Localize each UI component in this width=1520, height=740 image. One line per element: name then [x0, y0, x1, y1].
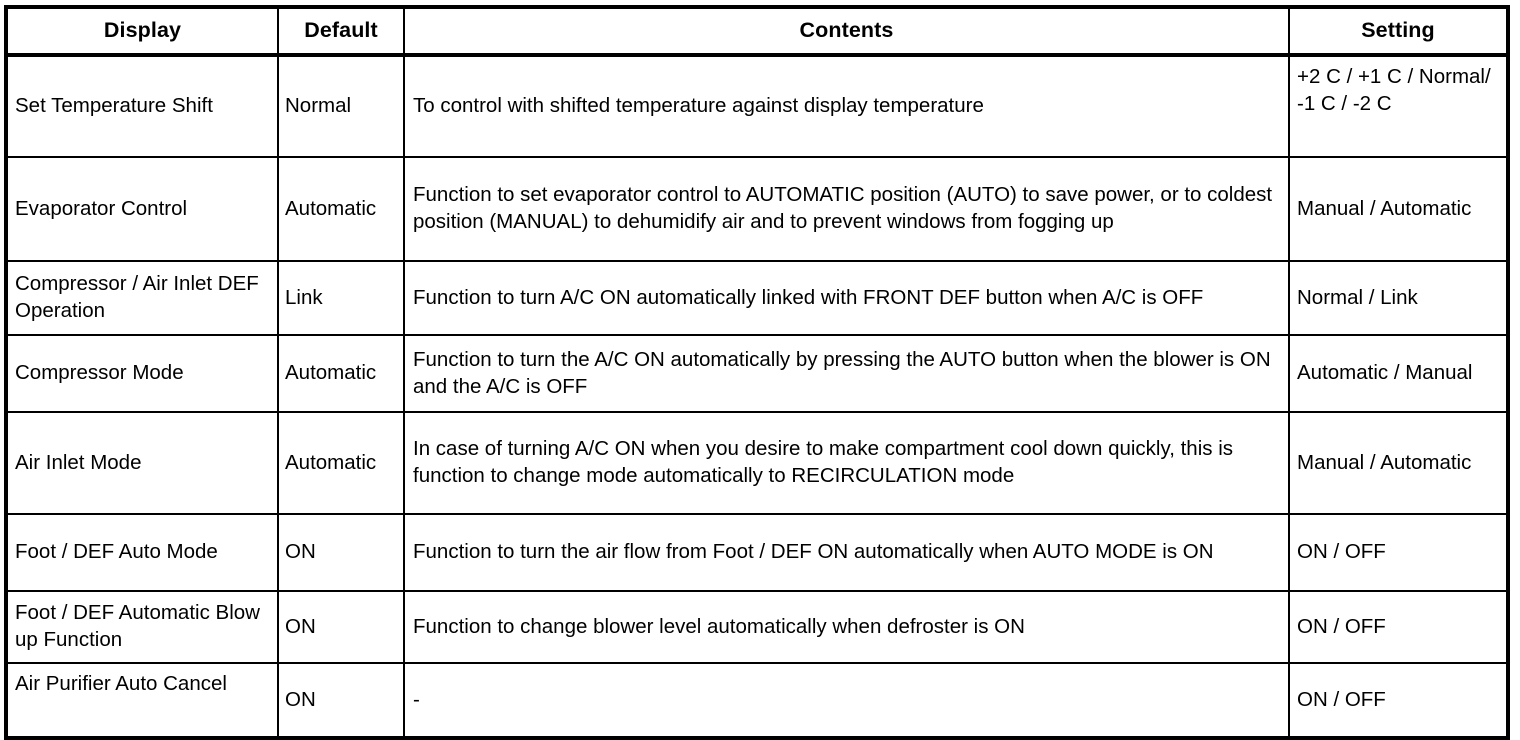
setting-value: Automatic / Manual [1297, 361, 1473, 385]
cell-setting: ON / OFF [1289, 591, 1508, 664]
cell-default: ON [278, 591, 405, 664]
column-header-display: Display [6, 7, 279, 57]
table-body: Set Temperature Shift Normal To control … [6, 55, 1508, 738]
cell-default: ON [278, 663, 405, 738]
cell-display: Set Temperature Shift [6, 55, 279, 158]
table-row: Evaporator Control Automatic Function to… [6, 157, 1508, 262]
cell-default: Link [278, 261, 405, 336]
cell-default: Automatic [278, 412, 405, 515]
setting-value: ON / OFF [1297, 540, 1386, 564]
table-row: Air Inlet Mode Automatic In case of turn… [6, 412, 1508, 515]
cell-display: Compressor Mode [6, 335, 279, 413]
cell-setting: Normal / Link [1289, 261, 1508, 336]
cell-display: Air Inlet Mode [6, 412, 279, 515]
cell-display: Compressor / Air Inlet DEF Operation [6, 261, 279, 336]
default-value: Normal [285, 94, 352, 118]
cell-display: Air Purifier Auto Cancel [6, 663, 279, 738]
setting-value: +2 C / +1 C / Normal/ -1 C / -2 C [1297, 65, 1491, 115]
display-value: Compressor Mode [15, 361, 184, 385]
cell-contents: To control with shifted temperature agai… [404, 55, 1290, 158]
setting-value: Manual / Automatic [1297, 196, 1472, 220]
contents-value: Function to change blower level automati… [413, 614, 1025, 638]
cell-display: Foot / DEF Auto Mode [6, 514, 279, 592]
column-header-setting: Setting [1289, 7, 1508, 57]
display-value: Foot / DEF Automatic Blow up Function [15, 601, 260, 651]
display-value: Foot / DEF Auto Mode [15, 540, 218, 564]
default-value: Link [285, 285, 323, 309]
setting-value: ON / OFF [1297, 687, 1386, 711]
cell-contents: - [404, 663, 1290, 738]
cell-default: Automatic [278, 335, 405, 413]
display-value: Evaporator Control [15, 196, 188, 220]
contents-value: Function to turn A/C ON automatically li… [413, 285, 1204, 309]
default-value: ON [285, 540, 316, 564]
table-row: Compressor / Air Inlet DEF Operation Lin… [6, 261, 1508, 336]
display-value: Compressor / Air Inlet DEF Operation [15, 272, 259, 322]
default-value: Automatic [285, 196, 377, 220]
contents-value: In case of turning A/C ON when you desir… [413, 437, 1233, 487]
setting-value: Normal / Link [1297, 285, 1418, 309]
document-page: Display Default Contents Setting Set Tem… [4, 5, 1510, 740]
cell-setting: Manual / Automatic [1289, 412, 1508, 515]
cell-default: ON [278, 514, 405, 592]
cell-contents: In case of turning A/C ON when you desir… [404, 412, 1290, 515]
settings-specification-table: Display Default Contents Setting Set Tem… [4, 5, 1510, 740]
contents-value: - [413, 687, 420, 711]
cell-default: Automatic [278, 157, 405, 262]
cell-default: Normal [278, 55, 405, 158]
contents-value: Function to turn the A/C ON automaticall… [413, 347, 1271, 398]
default-value: Automatic [285, 361, 377, 385]
table-row: Foot / DEF Auto Mode ON Function to turn… [6, 514, 1508, 592]
table-row: Foot / DEF Automatic Blow up Function ON… [6, 591, 1508, 664]
table-row: Compressor Mode Automatic Function to tu… [6, 335, 1508, 413]
contents-value: Function to set evaporator control to AU… [413, 183, 1273, 233]
cell-contents: Function to set evaporator control to AU… [404, 157, 1290, 262]
cell-setting: +2 C / +1 C / Normal/ -1 C / -2 C [1289, 55, 1508, 158]
display-value: Air Purifier Auto Cancel [15, 672, 227, 695]
cell-display: Evaporator Control [6, 157, 279, 262]
cell-contents: Function to change blower level automati… [404, 591, 1290, 664]
cell-contents: Function to turn the air flow from Foot … [404, 514, 1290, 592]
cell-setting: Manual / Automatic [1289, 157, 1508, 262]
header-row: Display Default Contents Setting [6, 7, 1508, 57]
cell-setting: Automatic / Manual [1289, 335, 1508, 413]
column-header-contents: Contents [404, 7, 1290, 57]
cell-setting: ON / OFF [1289, 514, 1508, 592]
contents-value: Function to turn the air flow from Foot … [413, 540, 1214, 564]
table-header: Display Default Contents Setting [6, 7, 1508, 57]
table-row: Air Purifier Auto Cancel ON - ON / OFF [6, 663, 1508, 738]
default-value: ON [285, 687, 316, 711]
setting-value: ON / OFF [1297, 614, 1386, 638]
column-header-default: Default [278, 7, 405, 57]
cell-contents: Function to turn the A/C ON automaticall… [404, 335, 1290, 413]
display-value: Air Inlet Mode [15, 450, 142, 474]
cell-display: Foot / DEF Automatic Blow up Function [6, 591, 279, 664]
default-value: ON [285, 614, 316, 638]
contents-value: To control with shifted temperature agai… [413, 94, 984, 118]
setting-value: Manual / Automatic [1297, 450, 1472, 474]
display-value: Set Temperature Shift [15, 94, 213, 118]
default-value: Automatic [285, 450, 377, 474]
table-row: Set Temperature Shift Normal To control … [6, 55, 1508, 158]
cell-contents: Function to turn A/C ON automatically li… [404, 261, 1290, 336]
cell-setting: ON / OFF [1289, 663, 1508, 738]
